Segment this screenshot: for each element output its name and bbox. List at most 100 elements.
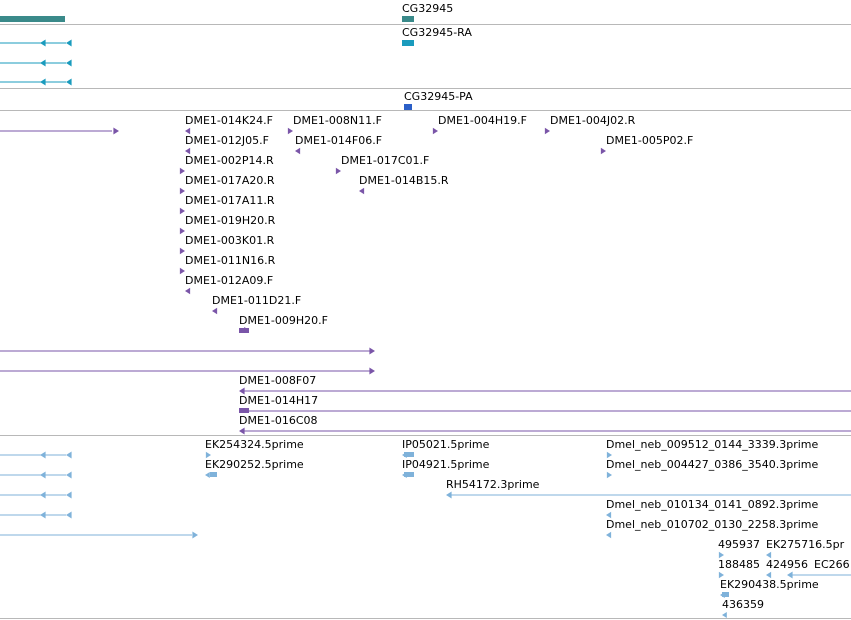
clone-arrow (432, 127, 438, 135)
clone-feature[interactable] (239, 408, 249, 413)
clone-label[interactable]: DME1-009H20.F (239, 314, 328, 327)
est-label[interactable]: Dmel_neb_010134_0141_0892.3prime (606, 498, 819, 511)
est-arrow (606, 511, 612, 519)
clone-arrow (179, 167, 185, 175)
clone-arrow (369, 367, 375, 375)
gene-feature[interactable] (402, 16, 414, 22)
est-arrow (66, 471, 72, 479)
transcript-arrow (40, 39, 46, 47)
transcript-label[interactable]: CG32945-RA (402, 26, 472, 39)
clone-label[interactable]: DME1-011D21.F (212, 294, 302, 307)
gene-feature[interactable] (0, 16, 65, 22)
clone-arrow (179, 207, 185, 215)
clone-label[interactable]: DME1-012A09.F (185, 274, 274, 287)
clone-label[interactable]: DME1-005P02.F (606, 134, 694, 147)
transcript-arrow (402, 40, 407, 46)
est-arrow (446, 491, 452, 499)
clone-label[interactable]: DME1-004H19.F (438, 114, 527, 127)
transcript-feature[interactable] (402, 40, 414, 46)
est-arrow (402, 472, 407, 478)
clone-label[interactable]: DME1-004J02.R (550, 114, 636, 127)
clone-arrow (113, 127, 119, 135)
transcript-arrow (66, 78, 72, 86)
est-label[interactable]: 436359 (722, 598, 764, 611)
est-arrow (40, 471, 46, 479)
est-feature[interactable] (210, 472, 217, 477)
clone-label[interactable]: DME1-002P14.R (185, 154, 274, 167)
clone-label[interactable]: DME1-014H17 (239, 394, 319, 407)
transcript-arrow (66, 59, 72, 67)
clone-arrow (335, 167, 341, 175)
clone-label[interactable]: DME1-003K01.R (185, 234, 275, 247)
clone-label[interactable]: DME1-016C08 (239, 414, 318, 427)
est-label[interactable]: 424956 (766, 558, 808, 571)
transcript-arrow (40, 59, 46, 67)
clone-label[interactable]: DME1-014F06.F (295, 134, 383, 147)
protein-label[interactable]: CG32945-PA (404, 90, 473, 103)
est-arrow (402, 452, 407, 458)
clone-arrow (600, 147, 606, 155)
clone-arrow (369, 347, 375, 355)
clone-label[interactable]: DME1-008F07 (239, 374, 317, 387)
clone-label[interactable]: DME1-014B15.R (359, 174, 449, 187)
protein-arrow (404, 104, 409, 110)
transcript-arrow (40, 78, 46, 86)
est-label[interactable]: EC266 (814, 558, 850, 571)
est-arrow (66, 511, 72, 519)
est-feature[interactable] (404, 472, 414, 477)
clone-label[interactable]: DME1-014K24.F (185, 114, 273, 127)
clone-arrow (179, 267, 185, 275)
clone-feature[interactable] (239, 328, 249, 333)
gene-label[interactable]: CG32945 (402, 2, 454, 15)
est-label[interactable]: EK290252.5prime (205, 458, 304, 471)
clone-arrow (212, 307, 218, 315)
est-arrow (718, 571, 724, 579)
clone-arrow (185, 287, 191, 295)
est-label[interactable]: EK275716.5pr (766, 538, 845, 551)
clone-label[interactable]: DME1-019H20.R (185, 214, 276, 227)
est-feature[interactable] (404, 452, 414, 457)
clone-arrow (179, 227, 185, 235)
clone-arrow (239, 387, 245, 395)
est-arrow (766, 571, 772, 579)
est-arrow (766, 551, 772, 559)
est-feature[interactable] (722, 592, 729, 597)
clone-label[interactable]: DME1-017A20.R (185, 174, 275, 187)
est-label[interactable]: RH54172.3prime (446, 478, 540, 491)
clone-arrow (185, 147, 191, 155)
est-arrow (192, 531, 198, 539)
clone-label[interactable]: DME1-017A11.R (185, 194, 275, 207)
gene-strand-arrow (402, 16, 407, 22)
est-arrow (722, 612, 727, 618)
clone-label[interactable]: DME1-008N11.F (293, 114, 382, 127)
est-arrow (66, 491, 72, 499)
transcript-arrow (66, 39, 72, 47)
clone-arrow (244, 327, 249, 333)
est-arrow (205, 472, 210, 478)
est-arrow (606, 471, 612, 479)
est-arrow (718, 551, 724, 559)
clone-label[interactable]: DME1-011N16.R (185, 254, 276, 267)
est-label[interactable]: IP05021.5prime (402, 438, 490, 451)
est-label[interactable]: 188485 (718, 558, 760, 571)
est-label[interactable]: Dmel_neb_009512_0144_3339.3prime (606, 438, 819, 451)
est-label[interactable]: EK290438.5prime (720, 578, 819, 591)
clone-label[interactable]: DME1-012J05.F (185, 134, 269, 147)
est-arrow (720, 592, 725, 598)
est-arrow (205, 451, 211, 459)
clone-arrow (239, 427, 245, 435)
clone-arrow (295, 147, 301, 155)
clone-arrow (179, 187, 185, 195)
clone-arrow (179, 247, 185, 255)
clone-arrow (544, 127, 550, 135)
clone-label[interactable]: DME1-017C01.F (341, 154, 430, 167)
est-arrow (66, 451, 72, 459)
est-arrow (40, 451, 46, 459)
est-label[interactable]: 495937 (718, 538, 760, 551)
est-label[interactable]: Dmel_neb_004427_0386_3540.3prime (606, 458, 819, 471)
est-label[interactable]: EK254324.5prime (205, 438, 304, 451)
est-label[interactable]: IP04921.5prime (402, 458, 490, 471)
est-label[interactable]: Dmel_neb_010702_0130_2258.3prime (606, 518, 819, 531)
